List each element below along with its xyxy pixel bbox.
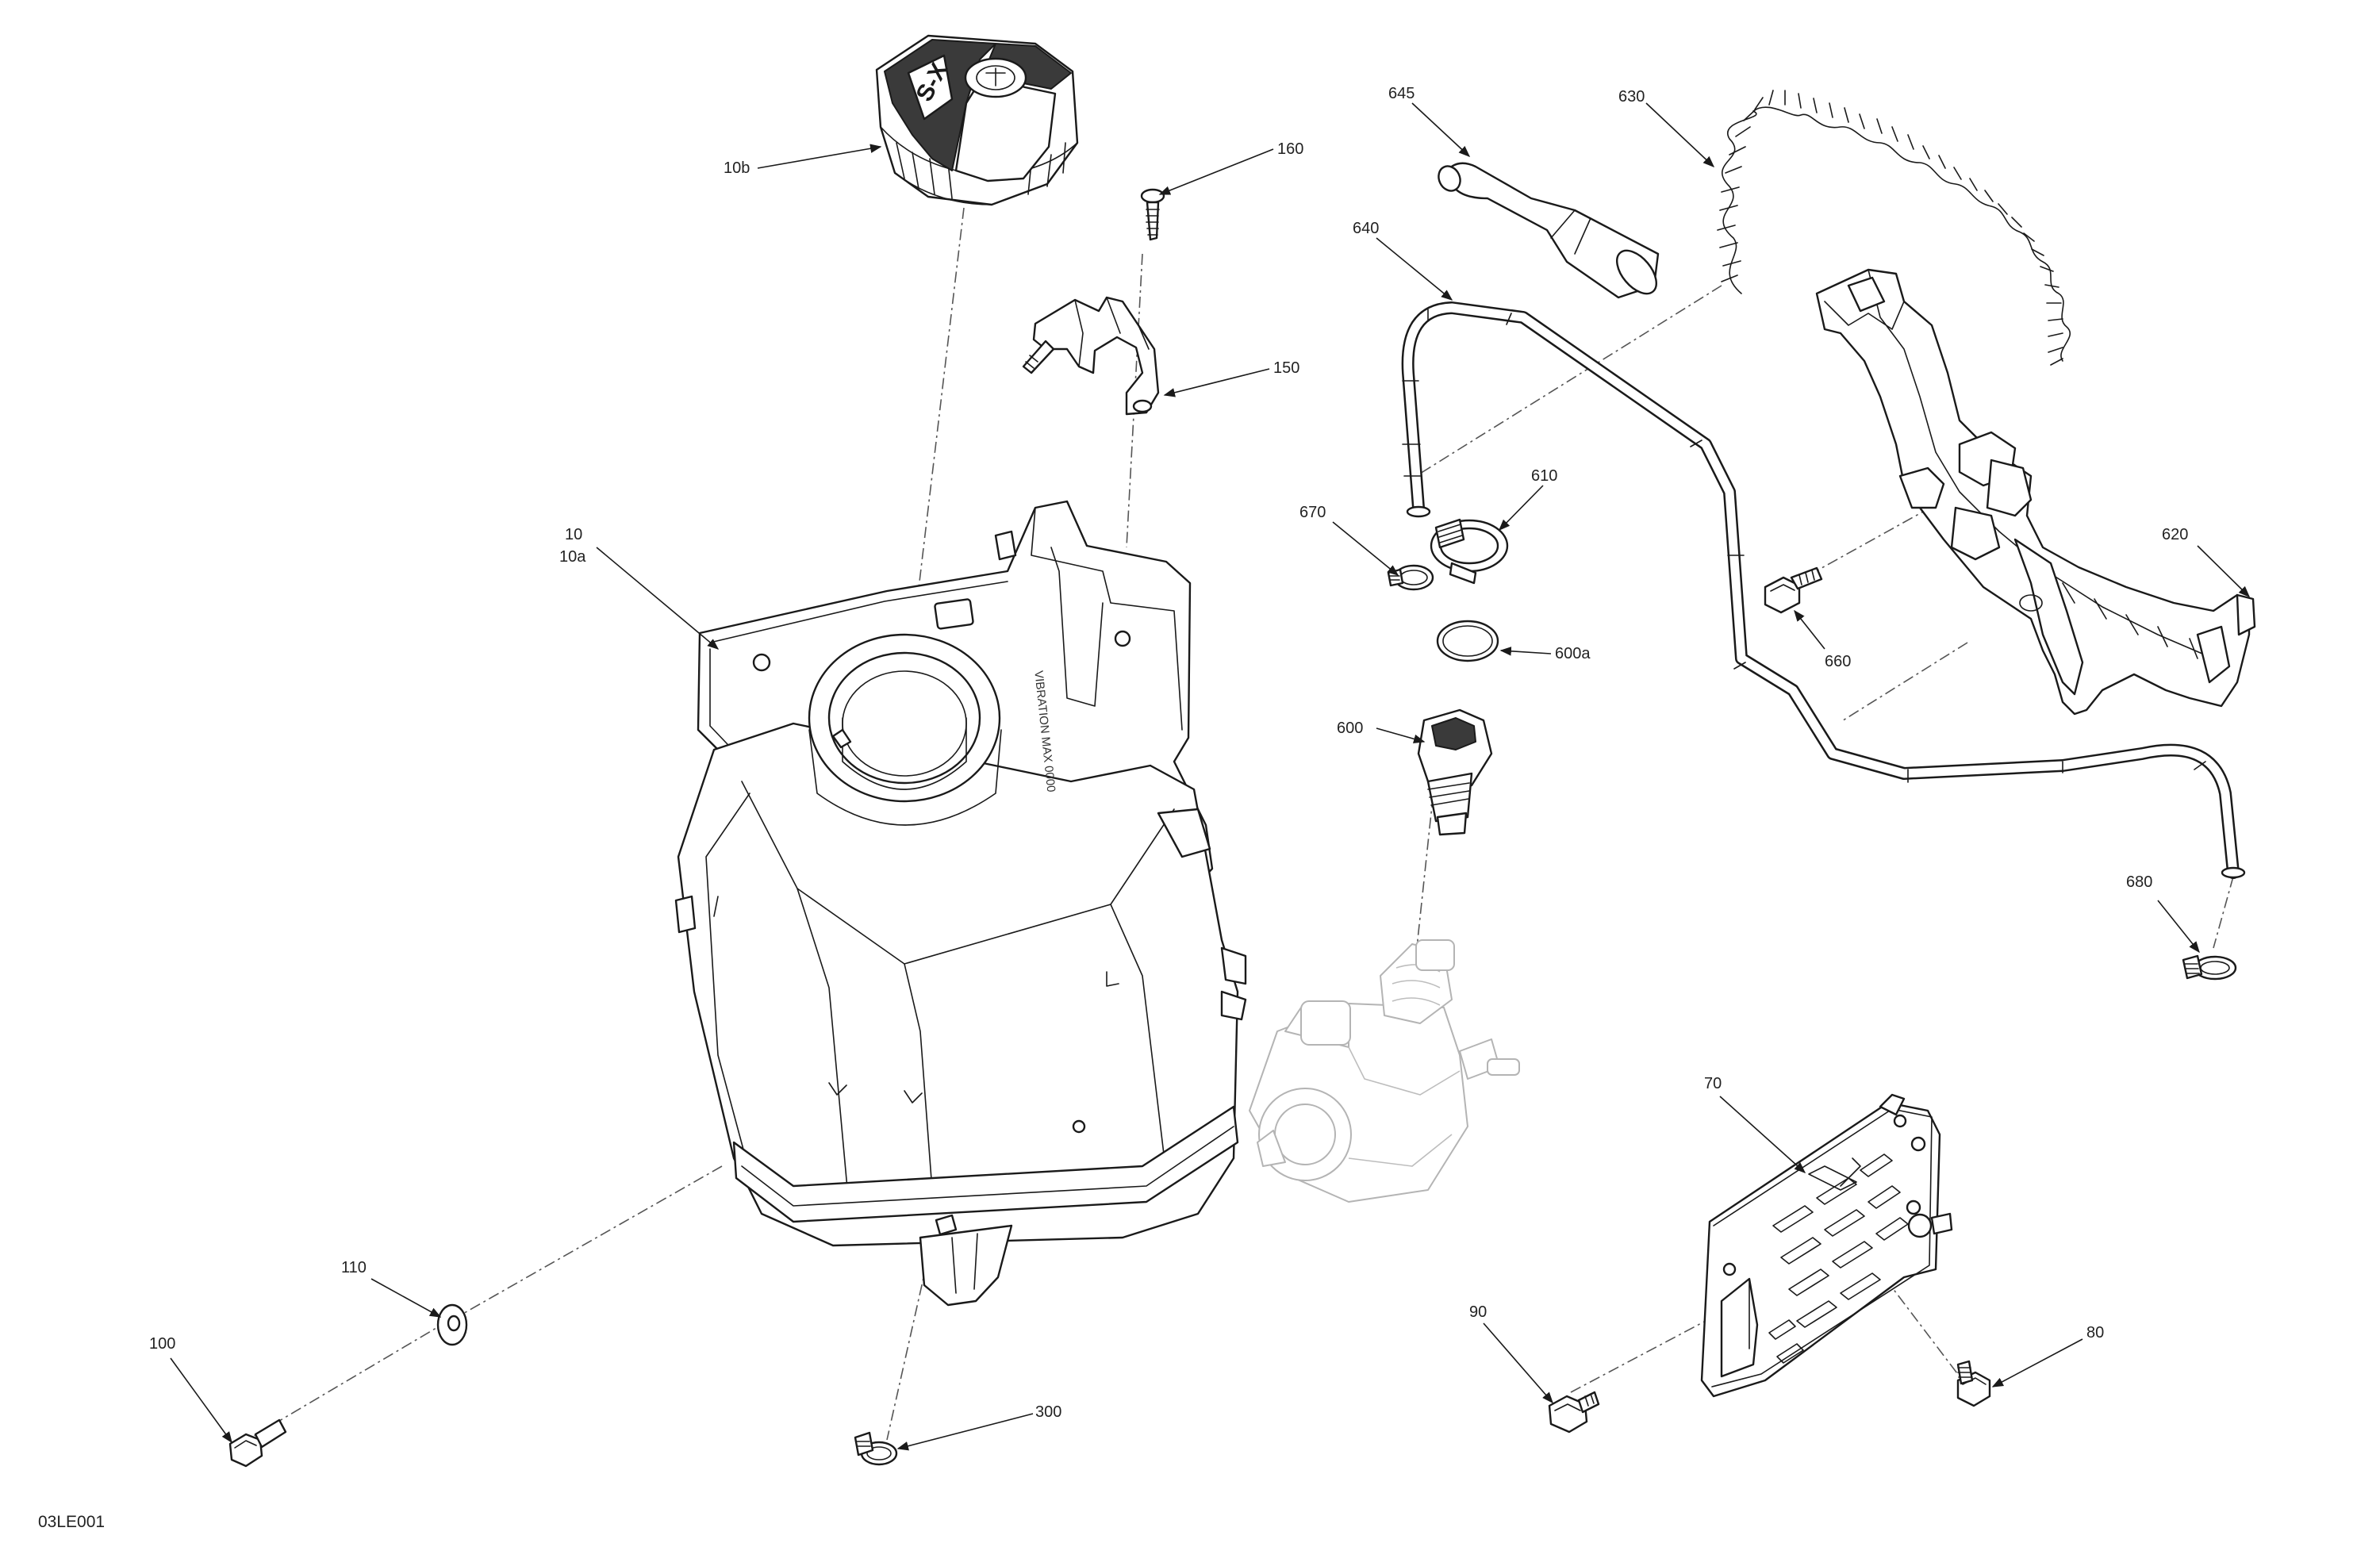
fuel-pump-ghost (1249, 939, 1520, 1203)
screw-660 (1764, 566, 1823, 614)
screw-80 (1956, 1360, 1991, 1407)
o-ring-600a (1436, 620, 1499, 662)
filler-cap: S-X (875, 34, 1079, 206)
callout-630: 630 (1618, 88, 1645, 106)
callout-610: 610 (1531, 467, 1557, 485)
mount-bracket-620 (1815, 268, 2256, 716)
callout-620: 620 (2162, 526, 2188, 543)
washer-110 (436, 1303, 468, 1346)
callout-160: 160 (1277, 140, 1303, 158)
callout-labels: 10b 160 150 10 10a 645 630 640 670 610 6… (149, 85, 2188, 1421)
screw-160 (1140, 188, 1165, 241)
callout-150: 150 (1273, 359, 1299, 377)
callout-600: 600 (1337, 720, 1363, 737)
oil-tank: VIBRATION MAX 0000 (674, 500, 1247, 1307)
callout-640: 640 (1353, 220, 1379, 237)
hose-640 (1401, 301, 2246, 879)
hose-645 (1438, 162, 1660, 299)
callout-680: 680 (2126, 873, 2152, 891)
connector-600 (1417, 708, 1493, 836)
callout-10: 10 (565, 526, 582, 543)
callout-leaders (170, 102, 2251, 1451)
clamp-610 (1430, 518, 1509, 585)
callout-70: 70 (1704, 1075, 1722, 1092)
callout-90: 90 (1469, 1303, 1487, 1321)
clamp-300 (854, 1431, 898, 1466)
clamp-150 (1022, 296, 1160, 416)
callout-670: 670 (1299, 504, 1326, 521)
callout-645: 645 (1388, 85, 1415, 102)
drawing-code: 03LE001 (38, 1513, 105, 1531)
spring-630 (1717, 90, 2071, 366)
screw-90 (1548, 1391, 1600, 1434)
callout-600a: 600a (1555, 645, 1591, 662)
callout-300: 300 (1035, 1403, 1061, 1421)
callout-110: 110 (341, 1259, 367, 1276)
skid-plate-70 (1700, 1093, 1953, 1398)
callout-660: 660 (1825, 653, 1851, 670)
screw-100 (228, 1418, 287, 1468)
callout-100: 100 (149, 1335, 175, 1353)
callout-80: 80 (2086, 1324, 2104, 1341)
clamp-680 (2182, 954, 2237, 981)
callout-10a: 10a (559, 548, 586, 566)
clamp-670 (1387, 564, 1434, 591)
callout-10b: 10b (724, 159, 750, 177)
